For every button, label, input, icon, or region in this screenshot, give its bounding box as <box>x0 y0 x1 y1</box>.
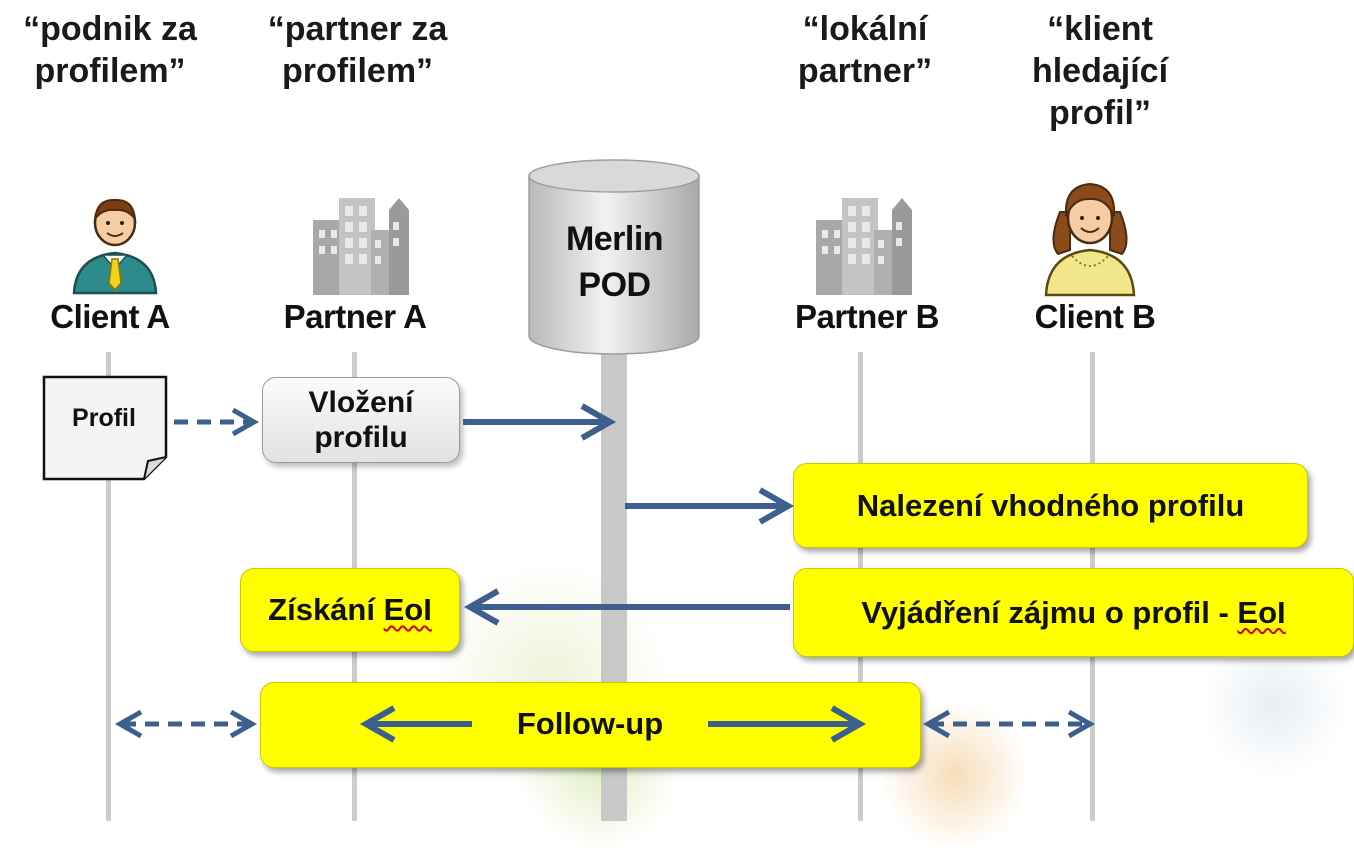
sequence-diagram: “podnik za profilem” “partner za profile… <box>23 10 1354 850</box>
actor-partner-b: Partner B <box>794 298 940 335</box>
eoi-abbreviation: EoI <box>1237 594 1286 630</box>
pod-label: Merlin POD <box>565 220 664 304</box>
lifeline-client-a <box>106 352 111 821</box>
eoi-abbreviation: EoI <box>383 592 432 627</box>
find-profile-label: Nalezení vhodného profilu <box>856 487 1245 523</box>
role-partner-b: “lokální partner” <box>797 10 933 90</box>
follow-up-label: Follow-up <box>480 706 700 742</box>
woman-icon <box>1044 182 1136 297</box>
get-eoi-prefix: Získání <box>268 592 384 627</box>
actor-client-a: Client A <box>50 298 170 335</box>
insert-profile-step: Vložení profilu <box>262 377 460 463</box>
express-interest-step: Vyjádření zájmu o profil - EoI <box>793 568 1354 657</box>
role-client-a: “podnik za profilem” <box>23 10 197 90</box>
get-eoi-label: Získání EoI <box>268 592 432 628</box>
actor-partner-a: Partner A <box>283 298 427 335</box>
office-building-icon <box>313 198 409 295</box>
express-interest-label: Vyjádření zájmu o profil - EoI <box>861 595 1285 631</box>
businessman-icon <box>72 198 158 295</box>
office-building-icon <box>816 198 912 295</box>
database-cylinder-icon <box>528 159 700 355</box>
express-interest-prefix: Vyjádření zájmu o profil - <box>861 594 1238 630</box>
profile-document-label: Profil <box>72 404 136 432</box>
insert-profile-label: Vložení profilu <box>308 386 414 454</box>
actor-client-b: Client B <box>1034 298 1156 335</box>
find-profile-step: Nalezení vhodného profilu <box>793 463 1308 548</box>
role-client-b: “klient hledající profil” <box>1031 10 1169 132</box>
get-eoi-step: Získání EoI <box>240 568 460 652</box>
role-partner-a: “partner za profilem” <box>267 10 448 90</box>
document-icon <box>42 375 168 481</box>
